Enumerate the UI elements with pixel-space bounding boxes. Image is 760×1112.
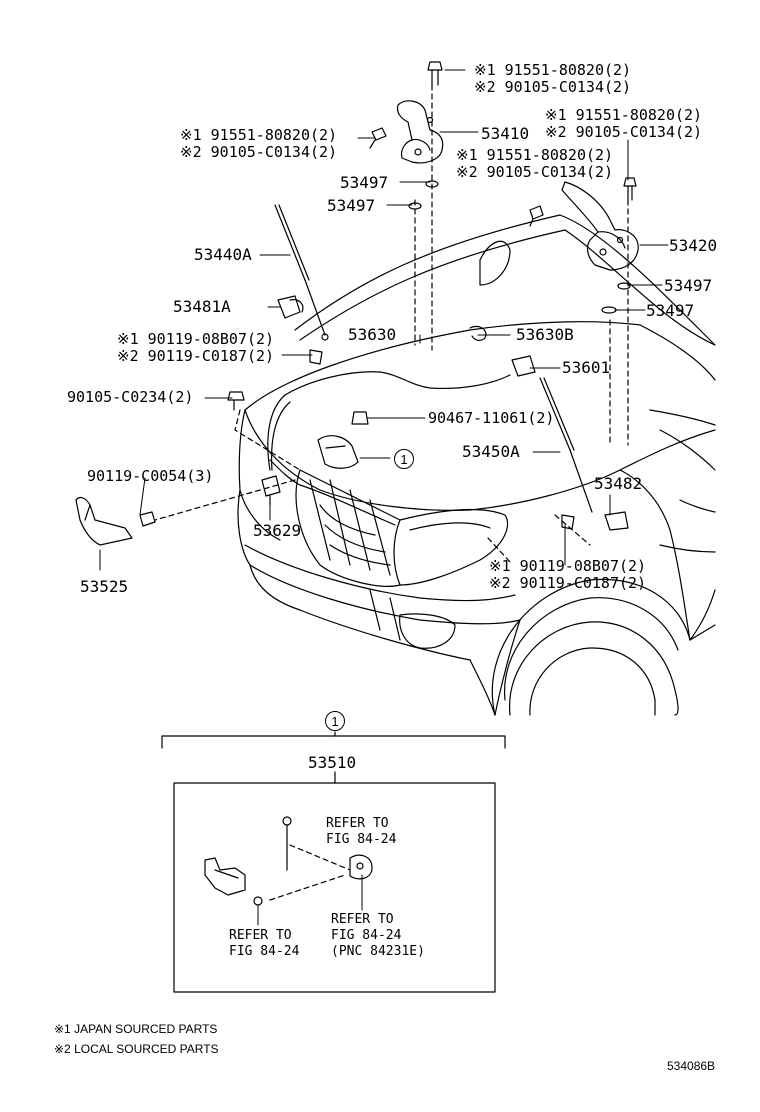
refer-a-line-2: FIG 84-24 [326, 832, 397, 847]
cushion-label-b: 53497 [327, 196, 376, 215]
ref-circle-marker: 1 [394, 449, 414, 469]
refer-b-line-1: REFER TO [229, 928, 292, 943]
refer-b-line-2: FIG 84-24 [229, 944, 300, 959]
left-bolt-callout-2: ※2 90105-C0134(2) [180, 143, 338, 161]
left-bolt-callout-1: ※1 91551-80820(2) [180, 126, 338, 144]
refer-c-line-2: FIG 84-24 [331, 928, 402, 943]
refer-c-line-1: REFER TO [331, 912, 394, 927]
cushion-label-c: 53497 [664, 276, 713, 295]
mid-bolt-callout-1: ※1 91551-80820(2) [456, 146, 614, 164]
assembly-parts [204, 816, 373, 906]
assembly-frame [161, 731, 506, 993]
support-left-label: 53440A [194, 245, 252, 264]
vehicle-front-outline [237, 214, 716, 716]
bracket-right-label: 53482 [594, 474, 643, 493]
stud-left-callout-1: ※1 90119-08B07(2) [117, 330, 275, 348]
leader-dashed-lines [154, 84, 629, 901]
clip-label: 90467-11061(2) [428, 409, 555, 427]
lock-plate-label: 53525 [80, 577, 129, 596]
note-local-sourced: ※2 LOCAL SOURCED PARTS [54, 1042, 219, 1056]
top-bolt-callout-2: ※2 90105-C0134(2) [474, 78, 632, 96]
parts [75, 61, 639, 546]
mid-bolt-callout-2: ※2 90105-C0134(2) [456, 163, 614, 181]
release-label: 53629 [253, 521, 302, 540]
hinge-right-label: 53420 [669, 236, 718, 255]
stud-left-callout-2: ※2 90119-C0187(2) [117, 347, 275, 365]
lower-bolt-label: 90119-C0054(3) [87, 467, 214, 485]
cable-label: 53630 [348, 325, 397, 344]
stud-right-callout-1: ※1 90119-08B07(2) [489, 557, 647, 575]
hinge-left-label: 53410 [481, 124, 530, 143]
front-bolt-label: 90105-C0234(2) [67, 388, 194, 406]
refer-c-line-3: (PNC 84231E) [331, 944, 425, 959]
figure-code: 534086B [667, 1059, 716, 1073]
assembly-label: 53510 [308, 753, 357, 772]
top-bolt-callout-1: ※1 91551-80820(2) [474, 61, 632, 79]
bracket-left-label: 53481A [173, 297, 231, 316]
lever-label: 53601 [562, 358, 611, 377]
note-japan-sourced: ※1 JAPAN SOURCED PARTS [54, 1022, 218, 1036]
right-bolt-callout-1: ※1 91551-80820(2) [545, 106, 703, 124]
leader-lines [99, 69, 669, 926]
stud-right-callout-2: ※2 90119-C0187(2) [489, 574, 647, 592]
refer-a-line-1: REFER TO [326, 816, 389, 831]
cushion-label-a: 53497 [340, 173, 389, 192]
cable-clamp-label: 53630B [516, 325, 574, 344]
right-bolt-callout-2: ※2 90105-C0134(2) [545, 123, 703, 141]
sub-circle-marker: 1 [325, 711, 345, 731]
cushion-label-d: 53497 [646, 301, 695, 320]
support-right-label: 53450A [462, 442, 520, 461]
